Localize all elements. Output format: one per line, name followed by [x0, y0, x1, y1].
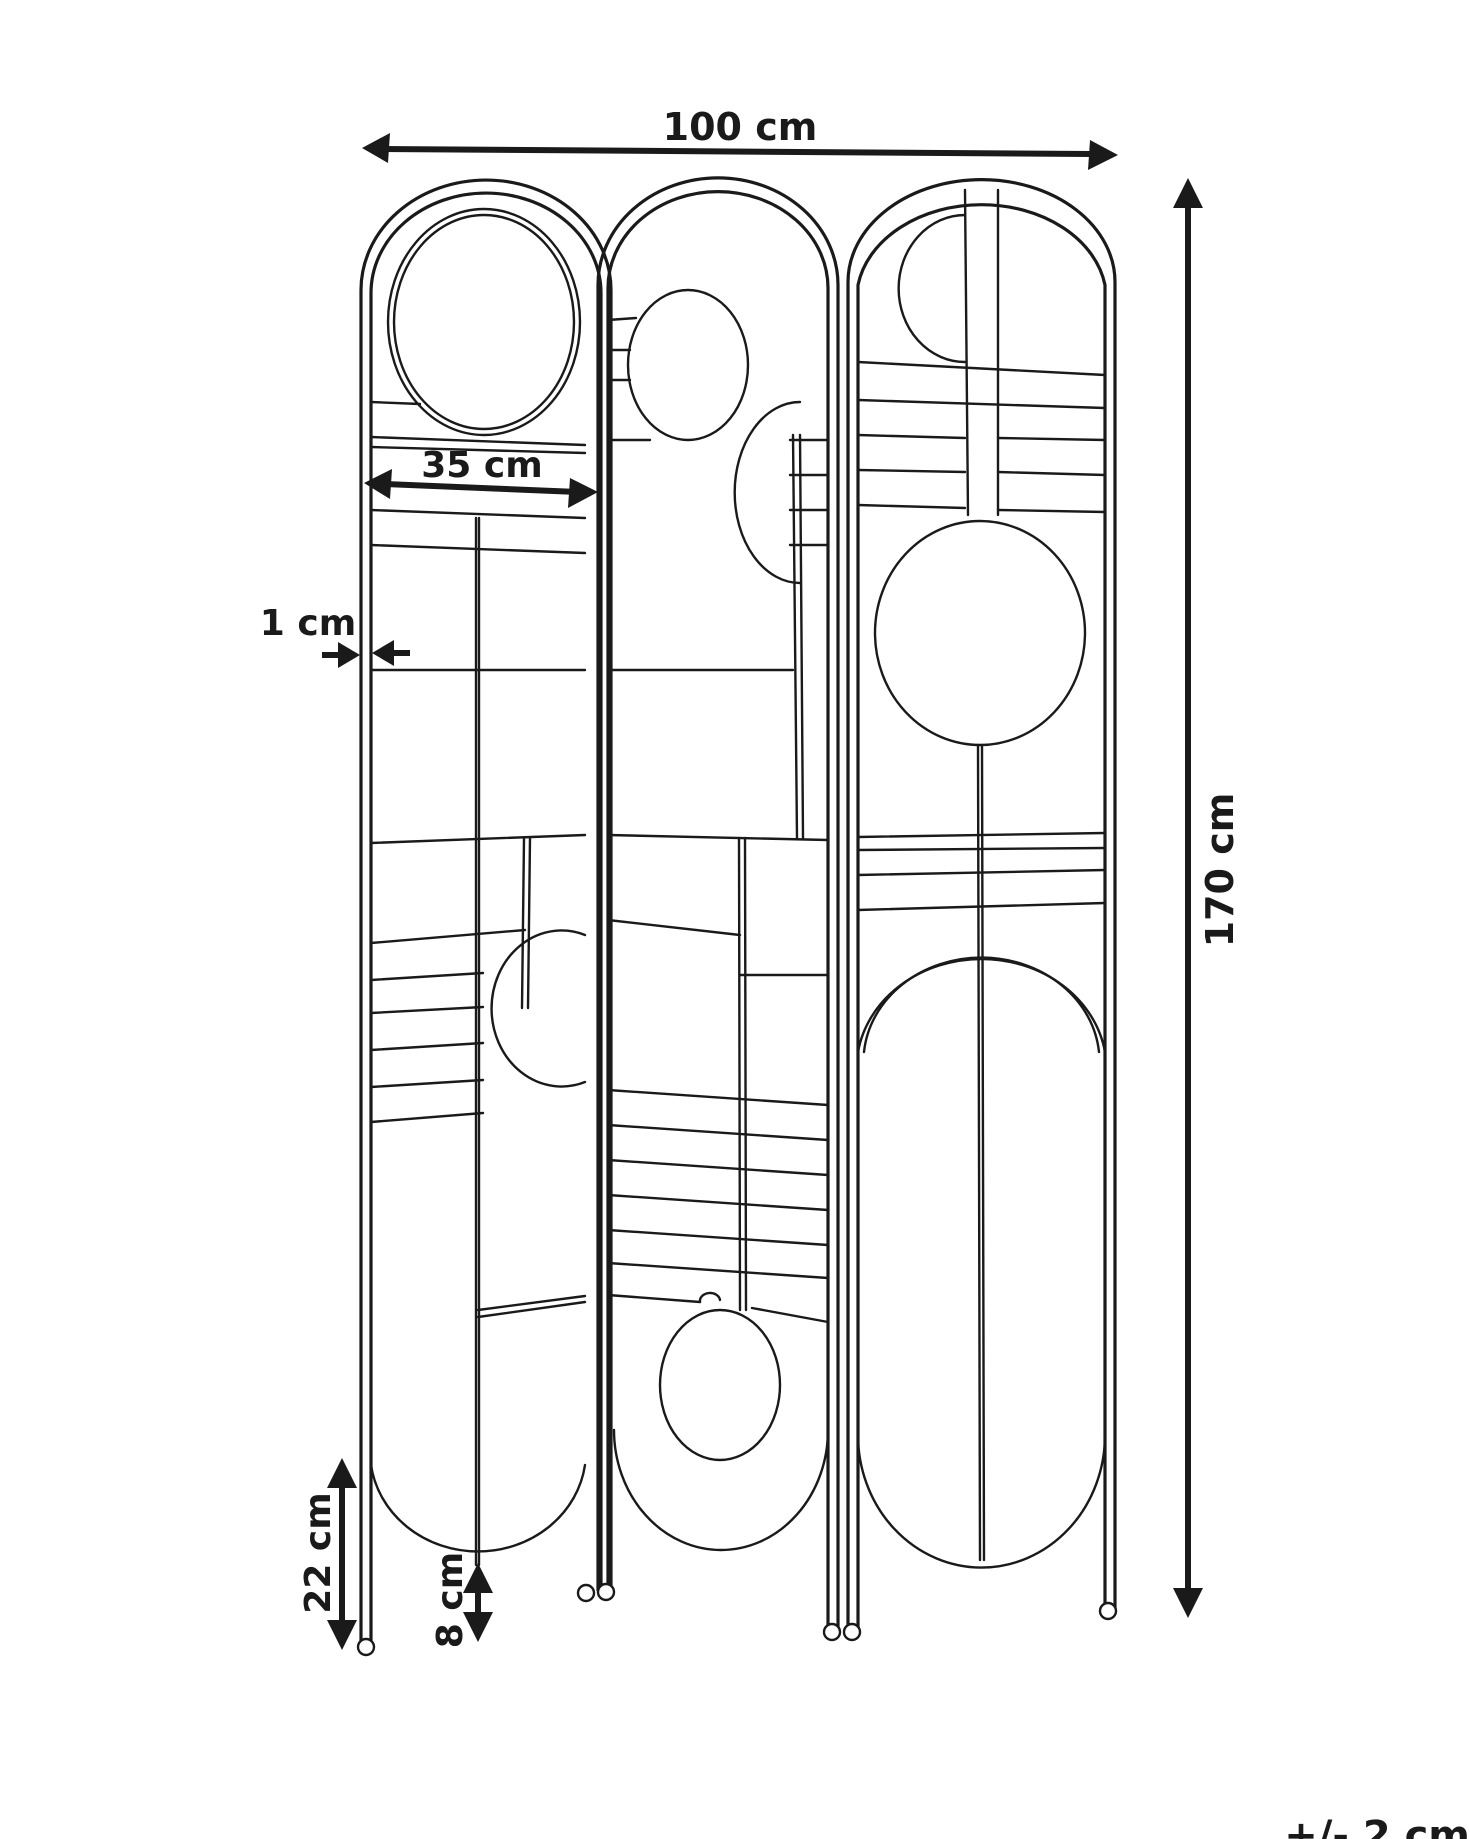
total-width-label: 100 cm	[663, 105, 818, 149]
panel-middle-bottom-circle	[658, 1308, 782, 1462]
panel-middle-outer-frame	[596, 176, 840, 1632]
leg-height-arrow-bottom	[327, 1620, 357, 1650]
panel-left-foot	[356, 1637, 376, 1657]
panel-left-lower-bars	[476, 1294, 587, 1319]
panel-middle-inner-frame	[606, 190, 830, 1632]
height-arrow-top	[1173, 178, 1203, 208]
panel-left-top-circle-inner	[392, 213, 576, 431]
panel-right-stadium-inner	[862, 956, 1101, 1054]
panel-left-bottom-arch	[369, 1463, 587, 1553]
panel-left-top-circle	[386, 207, 582, 437]
panel-left-foot-right	[576, 1583, 596, 1603]
floor-clearance-label: 8 cm	[430, 1552, 471, 1648]
frame-thickness-label: 1 cm	[260, 603, 356, 644]
panel-middle-half-circle	[733, 400, 802, 585]
panel-middle-verticals	[737, 433, 805, 1312]
panel-middle-hook	[698, 1291, 722, 1304]
panel-right-big-circle	[873, 519, 1087, 747]
panel-left-outer-frame	[359, 178, 613, 1647]
clearance-arrow-bottom	[463, 1612, 493, 1642]
panel-width-arrow-left	[364, 469, 392, 499]
thickness-arrow-left	[338, 642, 360, 668]
panel-middle-bars	[606, 316, 830, 1324]
panel-right-foot-left	[842, 1622, 862, 1642]
panel-left	[356, 178, 613, 1657]
clearance-arrow-top	[463, 1563, 493, 1593]
leg-height-label: 22 cm	[298, 1492, 339, 1613]
panel-left-mid-vertical	[520, 836, 532, 1010]
dimension-frame-thickness: 1 cm	[260, 603, 410, 668]
dimension-leg-height: 22 cm	[298, 1458, 357, 1650]
panel-right-outer-frame	[846, 178, 1117, 1632]
panel-middle	[596, 176, 842, 1642]
panel-left-vertical-bar	[474, 516, 481, 1567]
dimension-total-height: 170 cm	[1173, 178, 1242, 1618]
dimension-total-width: 100 cm	[362, 105, 1118, 170]
leg-height-arrow-top	[327, 1458, 357, 1488]
total-height-label: 170 cm	[1198, 793, 1242, 948]
panel-right-inner-frame	[856, 203, 1107, 1632]
panel-right-foot-right	[1098, 1601, 1118, 1621]
tolerance-label: +/- 2 cm	[1284, 1813, 1470, 1839]
thickness-arrow-right	[372, 640, 394, 666]
width-arrow-left	[362, 133, 390, 163]
panel-right-stadium	[856, 957, 1107, 1569]
height-arrow-bottom	[1173, 1588, 1203, 1618]
panel-left-inner-frame	[369, 191, 603, 1647]
panel-width-arrow-right	[568, 478, 598, 508]
panel-right	[842, 178, 1118, 1642]
panel-middle-top-circle	[626, 288, 750, 442]
panel-middle-bottom-arch	[612, 1428, 830, 1552]
dimension-panel-width: 35 cm	[364, 445, 598, 508]
width-dimension-line	[379, 146, 1091, 157]
panel-right-top-verticals	[963, 188, 1000, 517]
dimension-floor-clearance: 8 cm	[430, 1552, 493, 1648]
panel-width-dimension-line	[384, 481, 579, 495]
panel-middle-foot-right	[822, 1622, 842, 1642]
panel-left-half-circle	[490, 929, 587, 1088]
panel-right-top-half-circle	[897, 213, 967, 364]
width-arrow-right	[1088, 140, 1118, 170]
panel-right-vertical	[976, 743, 986, 1562]
panel-width-label: 35 cm	[421, 445, 542, 486]
panel-middle-foot-left	[596, 1582, 616, 1602]
